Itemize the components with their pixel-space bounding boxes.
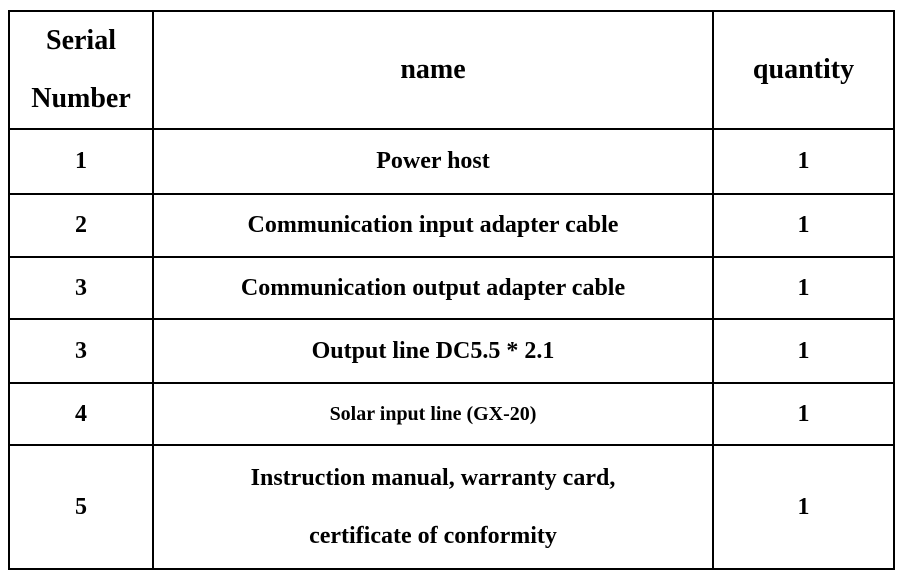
cell-quantity: 1 xyxy=(712,382,895,447)
cell-quantity: 1 xyxy=(712,444,895,571)
cell-serial: 2 xyxy=(8,193,154,259)
cell-serial: 1 xyxy=(8,128,154,196)
cell-quantity: 1 xyxy=(712,256,895,321)
cell-quantity: 1 xyxy=(712,128,895,196)
table-row: 1 Power host 1 xyxy=(8,128,895,196)
cell-name: Power host xyxy=(152,128,714,196)
cell-name: Output line DC5.5 * 2.1 xyxy=(152,318,714,385)
table-row: 5 Instruction manual, warranty card, cer… xyxy=(8,444,895,571)
table-row: 2 Communication input adapter cable 1 xyxy=(8,193,895,259)
header-name: name xyxy=(152,9,714,131)
cell-name: Communication input adapter cable xyxy=(152,193,714,259)
table-row: 3 Communication output adapter cable 1 xyxy=(8,256,895,321)
cell-serial: 5 xyxy=(8,444,154,571)
cell-name: Communication output adapter cable xyxy=(152,256,714,321)
table-row: 3 Output line DC5.5 * 2.1 1 xyxy=(8,318,895,385)
header-serial-number: Serial Number xyxy=(8,9,154,131)
cell-serial: 4 xyxy=(8,382,154,447)
packing-list-table: Serial Number name quantity 1 Power host… xyxy=(8,9,895,571)
table-header-row: Serial Number name quantity xyxy=(8,9,895,131)
header-quantity: quantity xyxy=(712,9,895,131)
cell-serial: 3 xyxy=(8,318,154,385)
cell-name: Solar input line (GX-20) xyxy=(152,382,714,447)
cell-serial: 3 xyxy=(8,256,154,321)
table-row: 4 Solar input line (GX-20) 1 xyxy=(8,382,895,447)
cell-quantity: 1 xyxy=(712,318,895,385)
cell-name: Instruction manual, warranty card, certi… xyxy=(152,444,714,571)
cell-quantity: 1 xyxy=(712,193,895,259)
